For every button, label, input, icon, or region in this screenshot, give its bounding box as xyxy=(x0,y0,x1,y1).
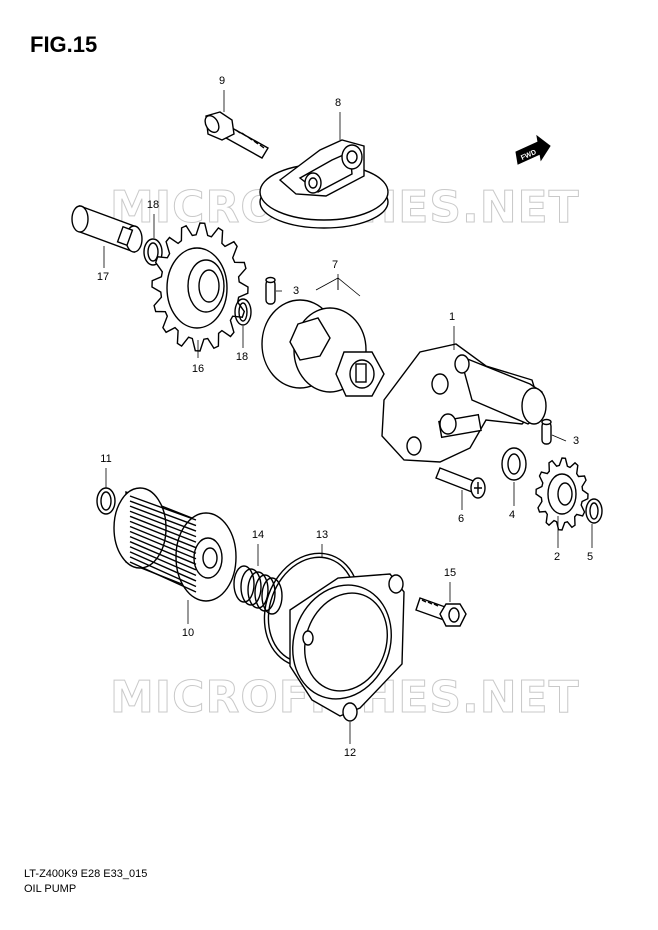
part-3-pin-right xyxy=(541,418,552,445)
callout-c2: 2 xyxy=(554,551,560,563)
leader-line-c3b xyxy=(551,434,567,442)
part-11-o-ring xyxy=(96,487,116,515)
callout-c10: 10 xyxy=(182,627,194,639)
part-4-washer xyxy=(501,447,527,481)
footer-model-code: LT-Z400K9 E28 E33_015 xyxy=(24,868,148,880)
callout-c12: 12 xyxy=(344,747,356,759)
callout-c6: 6 xyxy=(458,513,464,525)
part-16-gear xyxy=(151,222,249,352)
part-5-circlip xyxy=(585,498,603,524)
part-8-cover xyxy=(259,139,389,229)
part-7-rotor-set xyxy=(261,299,385,397)
callout-c5: 5 xyxy=(587,551,593,563)
callout-c9: 9 xyxy=(219,75,225,87)
part-15-bolt xyxy=(415,597,467,627)
part-17-shaft xyxy=(71,204,143,254)
part-9-bolt xyxy=(204,111,269,159)
part-3-pin-upper xyxy=(265,276,276,305)
callout-c14: 14 xyxy=(252,529,264,541)
part-1-pump-body xyxy=(381,343,547,463)
callout-c4: 4 xyxy=(509,509,515,521)
figure-title: FIG.15 xyxy=(30,32,98,57)
part-6-screw xyxy=(435,467,486,499)
callout-c16: 16 xyxy=(192,363,204,375)
fwd-arrow-icon: FWD xyxy=(515,134,551,165)
callout-c7: 7 xyxy=(332,259,338,271)
callout-c8: 8 xyxy=(335,97,341,109)
callout-c3b: 3 xyxy=(573,435,579,447)
callout-c13: 13 xyxy=(316,529,328,541)
part-2-gear xyxy=(535,457,589,531)
footer-section-name: OIL PUMP xyxy=(24,883,77,895)
part-10-oil-filter xyxy=(113,487,237,602)
part-18-circlip-upper xyxy=(143,238,163,266)
callout-c15: 15 xyxy=(444,567,456,579)
callout-c18b: 18 xyxy=(236,351,248,363)
callout-bracket-7 xyxy=(315,277,361,297)
callout-c11: 11 xyxy=(100,453,111,465)
part-18-circlip-lower xyxy=(234,298,252,326)
callout-c3a: 3 xyxy=(293,285,299,297)
callout-c1: 1 xyxy=(449,311,455,323)
part-12-filter-cap xyxy=(289,573,405,722)
callout-c18a: 18 xyxy=(147,199,159,211)
callout-c17: 17 xyxy=(97,271,109,283)
